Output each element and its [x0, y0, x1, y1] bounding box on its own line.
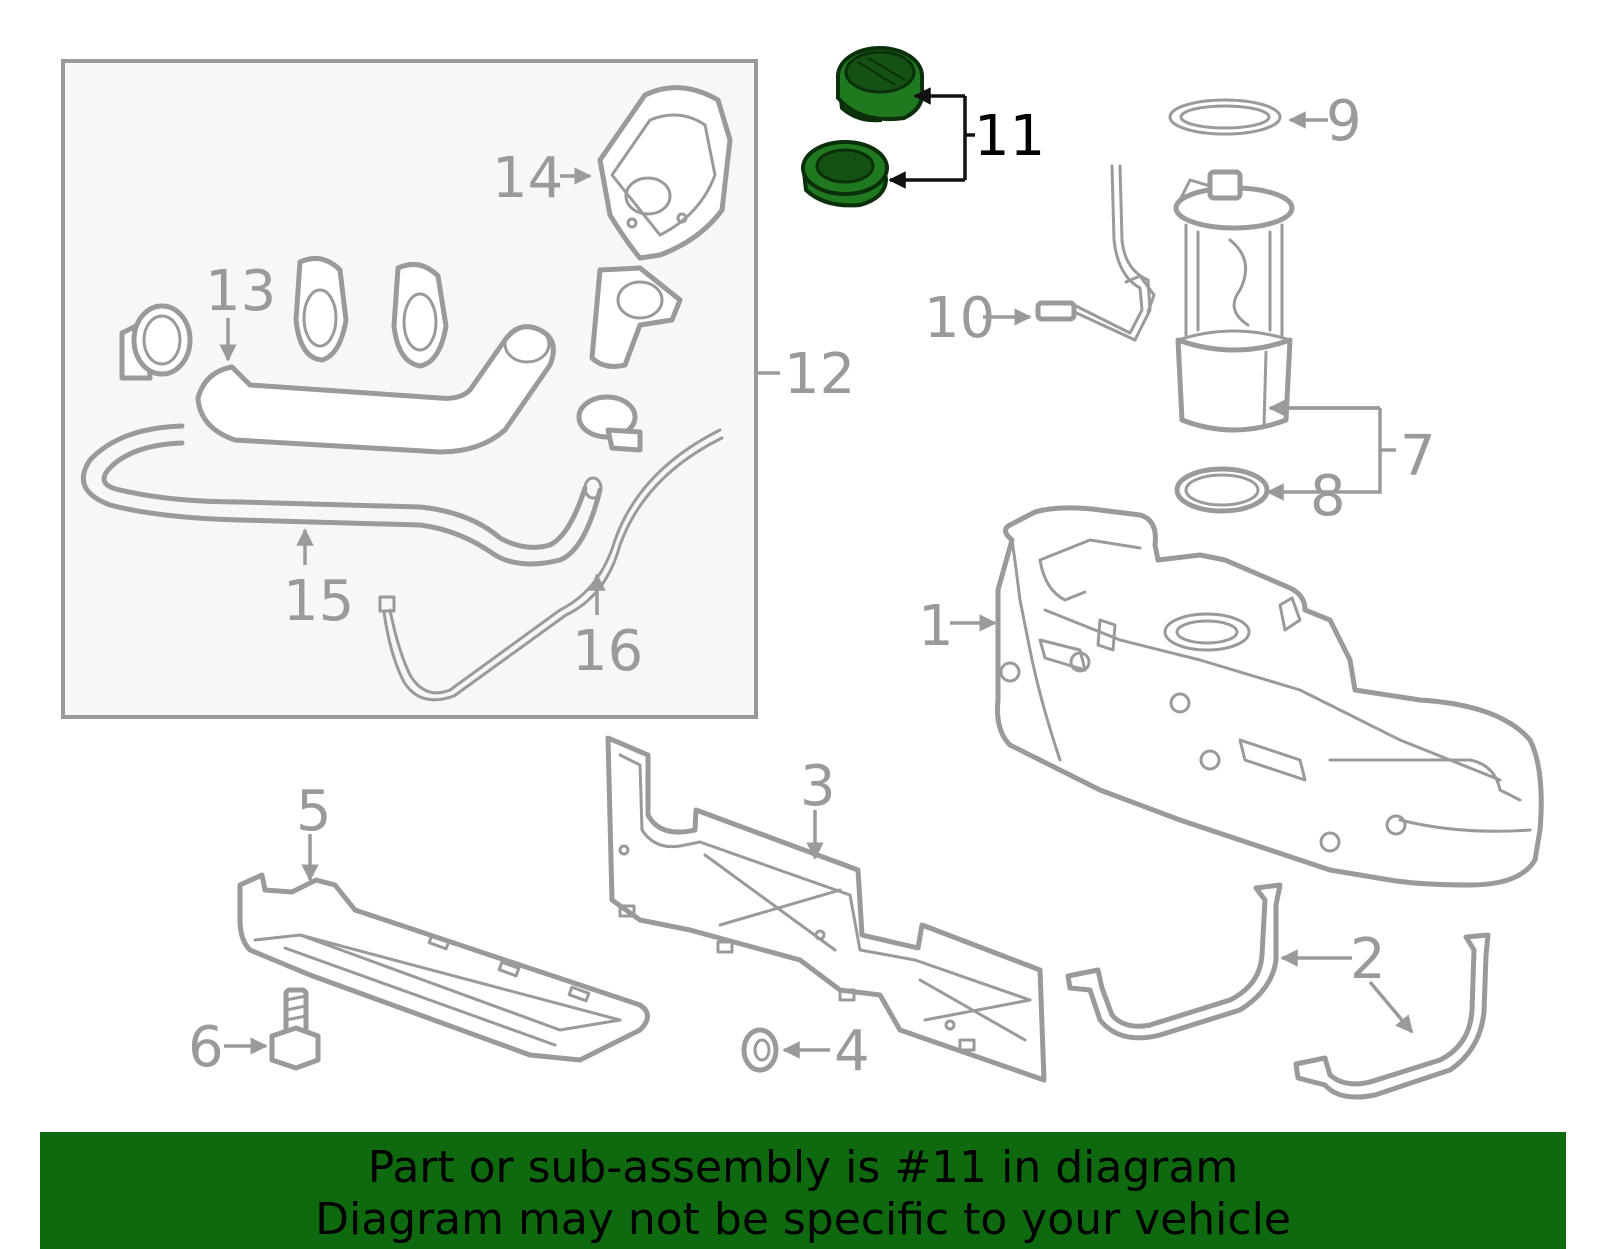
part-1-fuel-tank[interactable]: [995, 505, 1544, 888]
part-15-hose[interactable]: [80, 423, 603, 567]
callout-8: 8: [1310, 464, 1346, 529]
part-10-sensor[interactable]: [1035, 164, 1156, 342]
part-11-seal[interactable]: [801, 140, 889, 208]
callout-7: 7: [1400, 424, 1436, 489]
info-banner: Part or sub-assembly is #11 in diagram D…: [40, 1132, 1566, 1249]
filler-neck-tube[interactable]: [195, 324, 556, 455]
callout-1: 1: [918, 594, 954, 659]
part-16-line[interactable]: [378, 428, 724, 702]
callout-labels: 14 13 12 15 16 11 9 10 7 8 1 3 5 2 6 4: [188, 89, 1436, 1084]
callout-11: 11: [974, 104, 1045, 169]
callout-12: 12: [784, 342, 855, 407]
part-6-bolt[interactable]: [269, 987, 321, 1071]
part-14-shield[interactable]: [597, 85, 733, 261]
callout-4: 4: [834, 1019, 870, 1084]
callout-9: 9: [1326, 89, 1362, 154]
callout-16: 16: [572, 619, 643, 684]
part-11-fuel-cap[interactable]: [836, 46, 925, 123]
part-3-shield[interactable]: [605, 735, 1047, 1083]
part-8-seal[interactable]: [1174, 466, 1270, 514]
callout-6: 6: [188, 1015, 224, 1080]
callout-10: 10: [924, 286, 995, 351]
part-5-skid-plate[interactable]: [237, 872, 650, 1063]
callout-15: 15: [283, 569, 354, 634]
part-9-lock-ring[interactable]: [1168, 98, 1282, 136]
filler-pipe-assembly-group: [61, 59, 758, 719]
callout-3: 3: [800, 754, 836, 819]
part-13-clamps[interactable]: [119, 255, 683, 453]
part-2-straps[interactable]: [1065, 882, 1491, 1100]
banner-line-2: Diagram may not be specific to your vehi…: [315, 1194, 1291, 1245]
part-7-fuel-pump[interactable]: [1173, 169, 1295, 433]
callout-13: 13: [205, 259, 276, 324]
banner-line-1: Part or sub-assembly is #11 in diagram: [367, 1142, 1239, 1193]
callout-5: 5: [296, 779, 332, 844]
part-4-nut[interactable]: [741, 1027, 779, 1073]
callout-14: 14: [492, 146, 563, 211]
leader-lines: [219, 87, 1414, 1059]
callout-2: 2: [1350, 927, 1386, 992]
